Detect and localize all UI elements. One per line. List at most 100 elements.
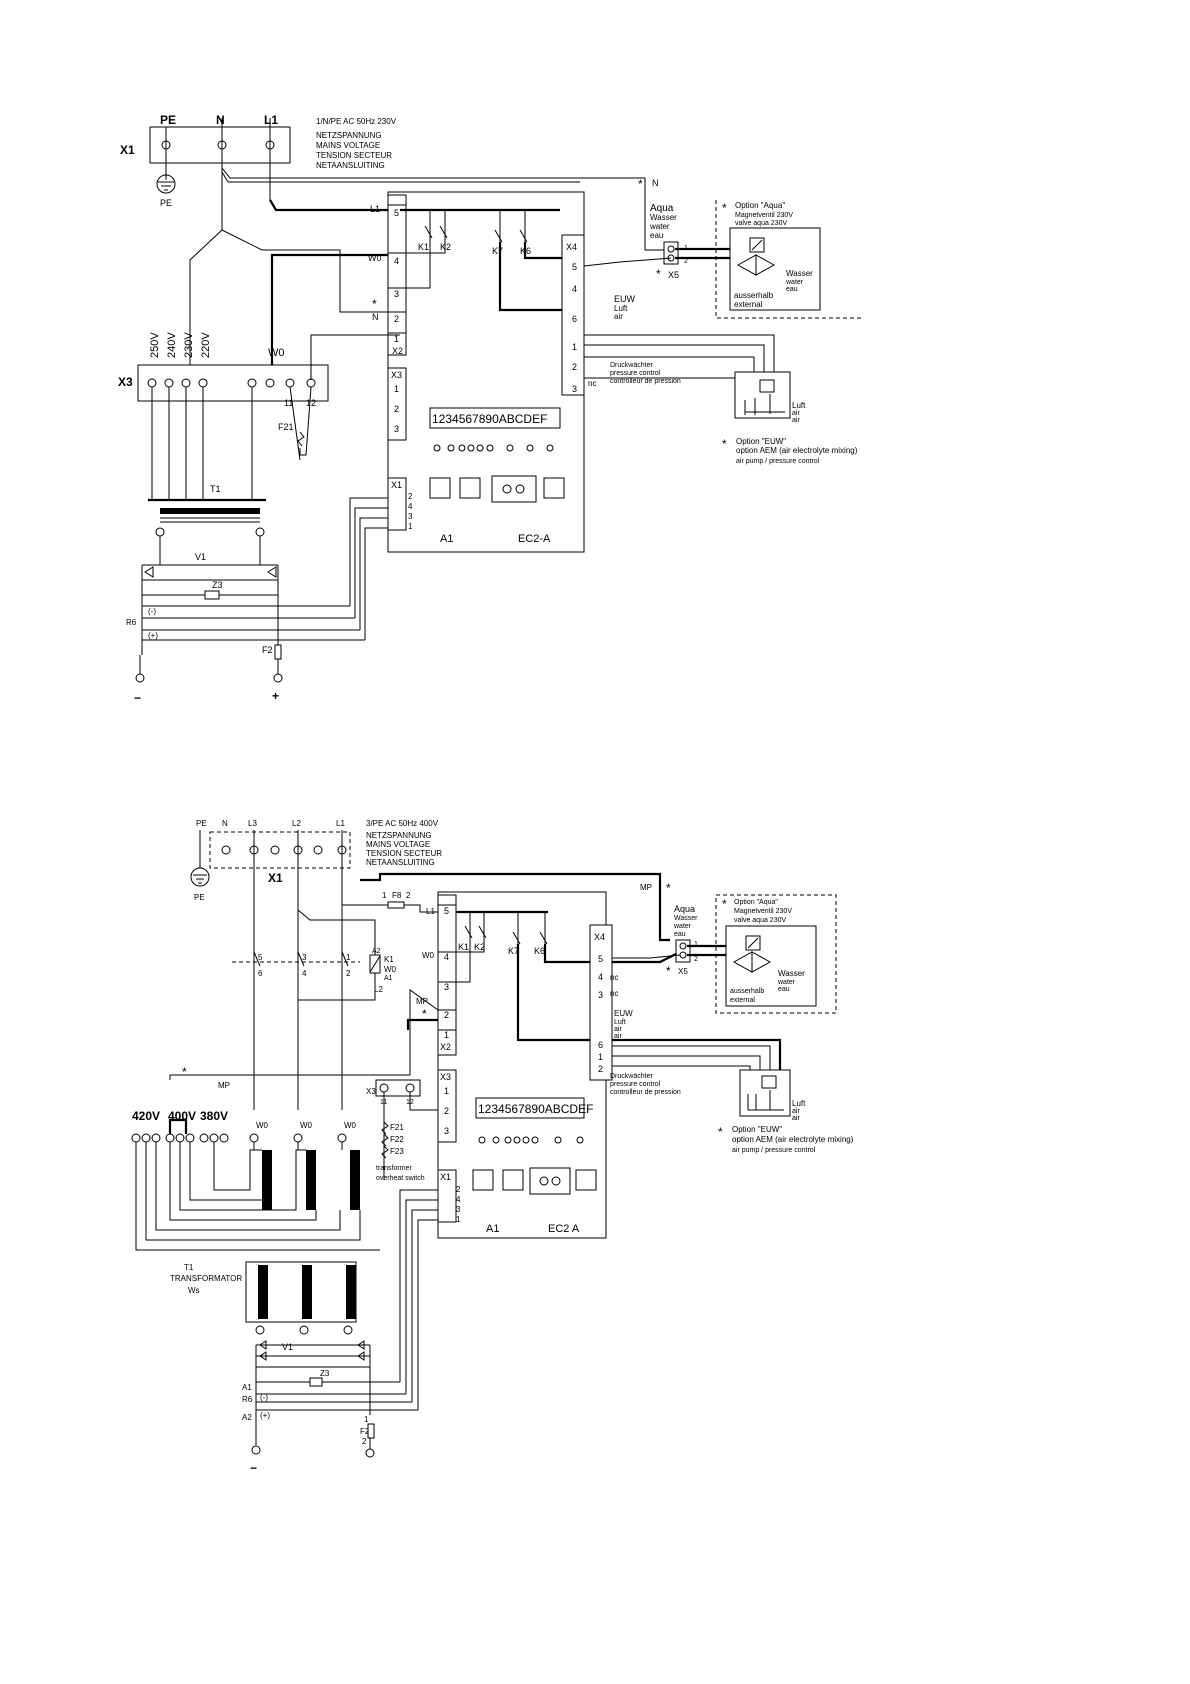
top-euw-line1: option AEM (air electrolyte mixing) [736, 446, 858, 455]
bottom-board-x1-label: X1 [440, 1172, 451, 1182]
top-z3-label: Z3 [212, 580, 223, 590]
top-euw-label: EUW [614, 294, 636, 304]
bottom-button-2[interactable] [502, 1169, 524, 1191]
bottom-terminal-l1-label: L1 [336, 819, 345, 828]
top-aqua-title: Option "Aqua" [735, 201, 785, 210]
bottom-diode-1 [259, 1340, 267, 1350]
bottom-x1-pin-2: 2 [456, 1185, 461, 1194]
bottom-x4-pin-4: 4 [598, 972, 603, 982]
top-druck-1: Druckwächter [610, 362, 653, 369]
bottom-valve-eau: eau [778, 986, 790, 993]
bottom-x1-pin-3: 3 [456, 1205, 461, 1214]
top-pin-5: 5 [394, 208, 399, 218]
bottom-euw-air: air [614, 1026, 622, 1033]
bottom-x4-nc-2: nc [610, 989, 618, 998]
bottom-x4-strip [589, 924, 613, 1081]
bottom-rating: 3/PE AC 50Hz 400V [366, 819, 439, 828]
bottom-x3-pin-3: 3 [444, 1126, 449, 1136]
top-pin-1: 1 [394, 334, 399, 344]
top-board-x1-label: X1 [391, 480, 402, 490]
top-x5-label: X5 [668, 270, 679, 280]
top-x3-pin-1: 1 [394, 384, 399, 394]
top-rating: 1/N/PE AC 50Hz 230V [316, 117, 397, 126]
bottom-k1-a2: A2 [372, 948, 381, 955]
top-aqua-line2: valve aqua 230V [735, 220, 787, 227]
bottom-pin-3: 3 [444, 982, 449, 992]
bottom-t1-label: T1 [184, 1263, 194, 1272]
top-button-3[interactable] [491, 475, 537, 503]
bottom-valve-wasser: Wasser [778, 969, 805, 978]
bottom-relay-k7: K7 [508, 946, 519, 956]
top-term-12: 12 [306, 398, 316, 408]
top-x3-label: X3 [391, 370, 402, 380]
bottom-mains-line-2: MAINS VOLTAGE [366, 840, 430, 849]
bottom-f8-label: F8 [392, 891, 402, 900]
bottom-euw-line2: air pump / pressure control [732, 1147, 816, 1154]
bottom-x3-pin-1: 1 [444, 1086, 449, 1096]
top-button-2[interactable] [459, 477, 481, 499]
bottom-x4-pin-5: 5 [598, 954, 603, 964]
top-button-1[interactable] [429, 477, 451, 499]
bottom-pos-terminal [365, 1448, 375, 1458]
bottom-button-4[interactable] [575, 1169, 597, 1191]
bottom-winding-3 [350, 1150, 360, 1210]
bottom-relay-k6: K6 [534, 946, 545, 956]
top-x1-label: X1 [120, 143, 135, 157]
bottom-plus-label: (+) [260, 1411, 270, 1420]
top-druck-3: controlleur de pression [610, 378, 681, 385]
top-aqua-water: water [649, 222, 670, 231]
bottom-druck-3: controlleur de pression [610, 1089, 681, 1096]
top-terminal-l1-label: L1 [264, 113, 278, 127]
bottom-tap-420: 420V [132, 1109, 160, 1123]
bottom-k1-w0: W0 [384, 965, 397, 974]
bottom-rect-a2: A2 [242, 1413, 252, 1422]
top-x2-label: X2 [392, 346, 403, 356]
bottom-diode-3 [357, 1340, 365, 1350]
bottom-pump-air-2: air [792, 1115, 800, 1122]
bottom-f8-pin-1: 1 [382, 891, 387, 900]
top-earth-label: PE [160, 198, 172, 208]
bottom-k-pin-5: 5 [258, 953, 263, 962]
bottom-aqua-line2: valve aqua 230V [734, 917, 786, 924]
bottom-pin-4: 4 [444, 952, 449, 962]
bottom-fuse-f23: F23 [390, 1147, 404, 1156]
top-x4-pin-2: 2 [572, 362, 577, 372]
top-controller: L1 W0 * N 5 4 3 2 1 X2 X3 1 2 3 X1 2 4 3… [368, 191, 596, 553]
bottom-terminal-l2-label: L2 [292, 819, 301, 828]
top-earth-icon [156, 174, 176, 194]
top-display [429, 407, 561, 429]
top-button-4[interactable] [543, 477, 565, 499]
top-pin-4: 4 [394, 256, 399, 266]
bottom-l1-label: L1 [426, 907, 435, 916]
bottom-rect-a1: A1 [242, 1383, 252, 1392]
top-n-board-label: N [372, 312, 379, 322]
bottom-x3-pin-2: 2 [444, 1106, 449, 1116]
top-air-pump-icon [744, 379, 785, 415]
top-pump-air-2: air [792, 417, 800, 424]
bottom-button-3[interactable] [529, 1167, 571, 1195]
bottom-aqua-star: * [722, 897, 727, 911]
top-led-row [433, 444, 554, 452]
top-pos-sign: + [272, 689, 279, 703]
top-mains-line-1: NETZSPANNUNG [316, 131, 382, 140]
bottom-euw-option: EUW Luft air air Druckwächter pressure c… [610, 1009, 854, 1154]
bottom-pump-air-1: air [792, 1108, 800, 1115]
top-valve-water: water [785, 279, 804, 286]
top-tap-w0: W0 [268, 347, 285, 359]
top-relay-k1: K1 [418, 242, 429, 252]
top-plus-label: (+) [148, 631, 158, 640]
top-valve-icon [736, 237, 776, 276]
bottom-euw-star: * [718, 1125, 723, 1139]
bottom-aqua-title: Option "Aqua" [734, 899, 778, 906]
top-rectifier: V1 Z3 (-) R6 (+) F2 − + [126, 497, 388, 705]
top-x3-pin-3: 3 [394, 424, 399, 434]
top-x4-pin-6: 6 [572, 314, 577, 324]
top-mains-line-3: TENSION SECTEUR [316, 151, 392, 160]
bottom-button-1[interactable] [472, 1169, 494, 1191]
bottom-ausserhalb: ausserhalb [730, 988, 764, 995]
top-euw-title: Option "EUW" [736, 437, 786, 446]
bottom-aqua-wasser: Wasser [674, 915, 698, 922]
bottom-x4-pin-2: 2 [598, 1064, 603, 1074]
top-x1-pin-4: 4 [408, 502, 413, 511]
bottom-diode-4 [357, 1351, 365, 1361]
